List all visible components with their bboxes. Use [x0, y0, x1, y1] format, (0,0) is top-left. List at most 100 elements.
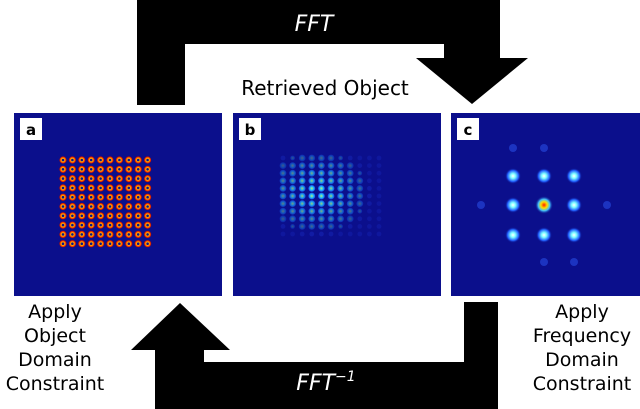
frequency-satellite: [477, 201, 485, 209]
frequency-spot: [566, 227, 582, 243]
object-dot-core: [118, 205, 121, 208]
object-dot-core: [127, 205, 131, 208]
panel-a-dot-grid: [59, 156, 152, 248]
retrieved-dot: [367, 231, 372, 237]
retrieved-dot: [289, 177, 296, 185]
object-dot-core: [71, 168, 74, 171]
retrieved-dot: [376, 178, 382, 184]
object-dot-core: [80, 177, 84, 180]
retrieved-dot: [318, 207, 325, 215]
frequency-satellite: [540, 144, 548, 152]
object-dot-core: [89, 177, 93, 180]
object-dot-core: [108, 223, 112, 227]
object-dot-core: [146, 205, 149, 208]
object-dot-core: [118, 177, 121, 180]
retrieved-dot: [290, 155, 295, 161]
object-dot-core: [80, 242, 84, 245]
object-dot-core: [136, 186, 140, 190]
retrieved-dot: [337, 215, 344, 223]
retrieved-dot: [376, 231, 382, 237]
object-dot-core: [108, 168, 112, 171]
object-dot-core: [146, 158, 149, 162]
retrieved-dot: [346, 185, 354, 192]
retrieved-dot: [346, 200, 354, 208]
retrieved-dot: [376, 224, 382, 229]
object-dot-core: [61, 205, 65, 208]
retrieved-dot: [308, 200, 316, 208]
retrieved-dot: [337, 207, 344, 215]
frequency-spot: [566, 197, 582, 213]
object-dot-core: [61, 186, 65, 190]
retrieved-dot: [367, 224, 372, 229]
retrieved-dot: [279, 215, 287, 223]
object-dot-core: [80, 158, 84, 162]
retrieved-dot: [376, 216, 382, 222]
retrieved-dot: [298, 192, 306, 200]
object-dot-core: [71, 242, 74, 245]
object-dot-core: [136, 177, 140, 180]
object-dot-core: [127, 177, 131, 180]
left-caption-line: Constraint: [6, 373, 105, 395]
frequency-satellite: [540, 258, 548, 266]
object-dot-core: [71, 214, 74, 218]
retrieved-dot: [318, 169, 325, 177]
retrieved-dot: [327, 215, 335, 223]
retrieved-dot: [280, 155, 286, 161]
retrieved-dot: [357, 155, 363, 161]
retrieved-dot: [347, 224, 353, 229]
object-dot-core: [89, 223, 93, 227]
object-dot-core: [136, 168, 140, 171]
frequency-satellite: [509, 144, 517, 152]
object-dot-core: [99, 158, 102, 162]
retrieved-dot: [308, 177, 316, 185]
object-dot-core: [108, 242, 112, 245]
object-dot-core: [146, 168, 149, 171]
panel-b: b: [233, 113, 441, 296]
retrieved-dot: [376, 208, 382, 214]
object-dot-core: [61, 177, 65, 180]
object-dot-core: [89, 186, 93, 190]
retrieved-dot: [347, 155, 353, 161]
right-caption-line: Frequency: [533, 325, 631, 347]
retrieved-dot: [357, 231, 363, 237]
retrieved-dot: [356, 200, 364, 208]
retrieved-dot: [298, 169, 306, 177]
object-dot-core: [136, 214, 140, 218]
retrieved-dot: [367, 178, 372, 184]
object-dot-core: [146, 223, 149, 227]
retrieved-dot: [289, 169, 296, 177]
retrieved-dot: [367, 208, 372, 214]
retrieved-dot: [289, 215, 296, 223]
object-dot-core: [136, 233, 140, 236]
object-dot-core: [136, 205, 140, 208]
retrieved-dot: [279, 207, 287, 215]
frequency-spot: [566, 168, 582, 184]
retrieved-dot: [327, 162, 335, 170]
object-dot-core: [127, 168, 131, 171]
object-dot-core: [80, 168, 84, 171]
frequency-spot: [505, 197, 521, 213]
retrieved-dot: [289, 192, 296, 200]
retrieved-dot: [337, 200, 344, 208]
object-dot-core: [80, 223, 84, 227]
retrieved-dot: [338, 231, 343, 237]
panel-b-dot-grid: [279, 154, 382, 237]
object-dot-core: [118, 158, 121, 162]
frequency-satellite: [570, 258, 578, 266]
object-dot-core: [136, 195, 140, 199]
object-dot-core: [136, 158, 140, 162]
retrieved-dot: [367, 170, 372, 176]
retrieved-dot: [337, 192, 344, 200]
object-dot-core: [108, 186, 112, 190]
retrieved-dot: [346, 162, 354, 170]
object-dot-core: [80, 195, 84, 199]
object-dot-core: [89, 168, 93, 171]
retrieved-dot: [289, 162, 296, 170]
object-dot-core: [99, 186, 102, 190]
object-dot-core: [80, 186, 84, 190]
frequency-spot: [536, 227, 552, 243]
retrieved-dot: [327, 200, 335, 208]
retrieved-dot: [319, 231, 324, 237]
fft-forward-arrow: [137, 0, 528, 105]
retrieved-dot: [357, 224, 363, 229]
